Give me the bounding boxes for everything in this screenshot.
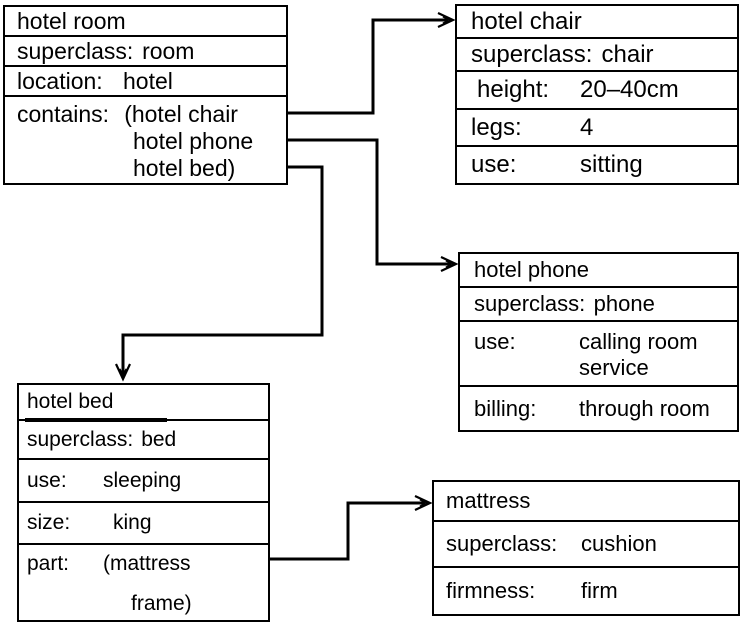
frame-hotel-bed: hotel bed superclass: bed use: sleeping … (17, 383, 270, 622)
slot-value-line: hotel phone (5, 128, 286, 155)
slot-label: superclass: (27, 427, 134, 451)
slot-value: calling room (579, 329, 698, 354)
slot-use: use: calling room service (460, 322, 737, 387)
slot-label: legs: (471, 113, 522, 141)
slot-value: chair (601, 40, 654, 68)
slot-legs: legs: 4 (457, 110, 737, 147)
slot-value: cushion (581, 531, 657, 556)
slot-part: part: (mattress frame) (19, 545, 268, 620)
arrowhead-hotel-phone-icon (440, 256, 459, 272)
connector-contains-to-hotel-chair (263, 18, 448, 115)
slot-value: through room (579, 395, 710, 421)
slot-firmness: firmness: firm (434, 568, 738, 614)
frame-title-row: hotel room (5, 7, 286, 37)
slot-value: bed (141, 427, 177, 451)
frame-title: hotel bed (27, 390, 114, 413)
slot-value: service (579, 355, 649, 380)
frame-title-row: hotel chair (457, 6, 737, 39)
slot-superclass: superclass: chair (457, 39, 737, 72)
frame-title: hotel room (17, 7, 126, 34)
slot-use: use: sitting (457, 147, 737, 183)
slot-value-line: frame) (19, 591, 268, 617)
slot-value-line: hotel bed) (5, 155, 286, 182)
frame-title: mattress (446, 488, 531, 513)
frame-title: hotel chair (471, 7, 582, 35)
frame-hotel-room: hotel room superclass: room location: ho… (3, 5, 288, 185)
slot-value: king (113, 511, 152, 534)
slot-location: location: hotel (5, 67, 286, 97)
slot-label: superclass: (471, 40, 593, 68)
slot-size: size: king (19, 503, 268, 545)
frame-title-row: hotel bed (19, 385, 268, 422)
slot-label: firmness: (446, 578, 536, 603)
slot-value: hotel phone (133, 128, 254, 154)
slot-value: (hotel chair (124, 101, 238, 127)
slot-label: superclass: (474, 291, 586, 316)
arrowhead-mattress-icon (414, 495, 433, 511)
slot-value: 4 (580, 113, 594, 141)
slot-label: use: (27, 468, 67, 492)
slot-label: superclass: (446, 531, 558, 556)
slot-value: (mattress (103, 552, 191, 575)
slot-value-line: part: (mattress (19, 551, 268, 577)
slot-value: firm (581, 578, 618, 603)
frame-title: hotel phone (474, 257, 589, 282)
slot-superclass: superclass: room (5, 37, 286, 67)
slot-billing: billing: through room (460, 387, 737, 430)
slot-superclass: superclass: cushion (434, 522, 738, 568)
slot-contains: contains: (hotel chair hotel phone hotel… (5, 97, 286, 183)
slot-label: contains: (17, 101, 110, 127)
slot-label: part: (27, 552, 70, 575)
frame-hotel-chair: hotel chair superclass: chair height: 20… (455, 4, 739, 185)
slot-value-line: use: calling room (460, 329, 737, 355)
frame-mattress: mattress superclass: cushion firmness: f… (432, 480, 740, 616)
slot-label: billing: (474, 395, 537, 421)
slot-value: hotel bed) (133, 155, 236, 181)
slot-value-line: contains: (hotel chair (5, 101, 286, 128)
title-underline (25, 418, 167, 422)
arrowhead-hotel-bed-icon (115, 363, 131, 382)
slot-label: use: (474, 329, 516, 354)
slot-label: location: (17, 67, 103, 94)
slot-superclass: superclass: phone (460, 288, 737, 322)
slot-label: use: (471, 151, 517, 178)
slot-height: height: 20–40cm (457, 72, 737, 110)
slot-value: room (142, 37, 195, 64)
frame-title-row: mattress (434, 482, 738, 522)
slot-value: phone (593, 291, 655, 316)
slot-value: sitting (580, 151, 643, 178)
slot-label: height: (477, 76, 550, 103)
frame-title-row: hotel phone (460, 254, 737, 288)
slot-value: 20–40cm (580, 76, 679, 103)
slot-label: size: (27, 511, 71, 534)
slot-value: sleeping (103, 468, 182, 492)
connector-contains-to-hotel-phone (268, 138, 451, 266)
connector-contains-to-hotel-bed (121, 165, 324, 374)
slot-label: superclass: (17, 37, 134, 64)
frame-hotel-phone: hotel phone superclass: phone use: calli… (458, 252, 739, 432)
slot-superclass: superclass: bed (19, 421, 268, 460)
arrowhead-hotel-chair-icon (437, 12, 456, 28)
slot-value: frame) (131, 592, 192, 615)
slot-value: hotel (123, 67, 173, 94)
slot-use: use: sleeping (19, 460, 268, 503)
